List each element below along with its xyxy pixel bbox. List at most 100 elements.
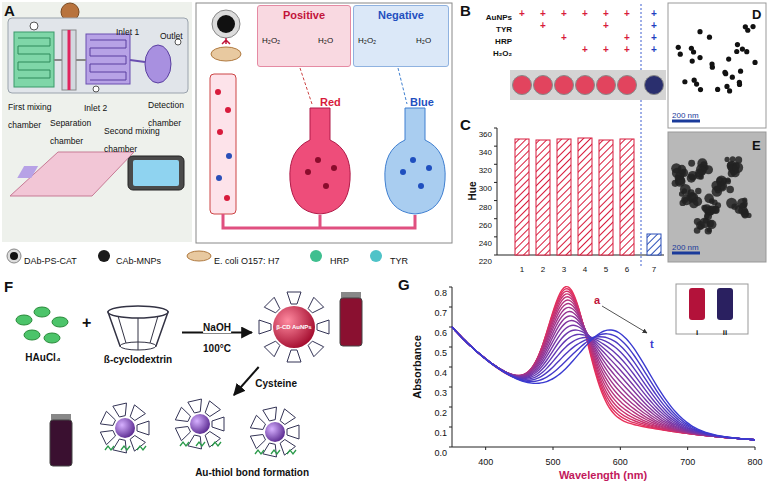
cyclodextrin-cone bbox=[264, 297, 280, 313]
spectrum-curve bbox=[452, 291, 755, 440]
label-slot: + bbox=[603, 15, 609, 33]
label-slot: Wavelength (nm) bbox=[559, 465, 647, 483]
magnet-strip bbox=[68, 30, 71, 90]
node-text: Au-thiol bond formation bbox=[195, 467, 309, 479]
axis-tick: 7 bbox=[652, 265, 656, 274]
table-cell: + bbox=[561, 8, 567, 19]
table-cell: + bbox=[603, 44, 609, 55]
table-cell: + bbox=[603, 20, 609, 31]
axis-tick: 0.7 bbox=[434, 308, 447, 318]
condition-label: 100°C bbox=[203, 343, 231, 354]
label-slot: Separation chamber bbox=[50, 112, 102, 149]
inset bbox=[676, 284, 748, 334]
label-slot: 500 bbox=[545, 451, 560, 469]
axis-tick: 280 bbox=[479, 203, 492, 212]
axis-title: Hue bbox=[467, 182, 478, 201]
spectrum-curve bbox=[452, 304, 755, 440]
label-slot: Blue bbox=[410, 92, 434, 110]
label-slot: 2 bbox=[541, 258, 545, 276]
spectrum-curve bbox=[452, 297, 755, 440]
label-slot: + bbox=[561, 27, 567, 45]
spectrum-curve bbox=[452, 327, 755, 440]
label-slot: 400 bbox=[478, 451, 493, 469]
table-cell: + bbox=[624, 44, 630, 55]
nanoparticle-dot bbox=[730, 75, 735, 80]
panel-letter: C bbox=[460, 116, 471, 133]
cyclodextrin-cone bbox=[205, 401, 220, 417]
aggregate bbox=[742, 198, 747, 203]
vial bbox=[340, 298, 362, 346]
edge-label: NaOH bbox=[203, 322, 231, 333]
label-slot: + bbox=[82, 314, 91, 332]
table-cell: + bbox=[651, 20, 657, 31]
axis-tick: 0.1 bbox=[434, 428, 447, 438]
cyclodextrin-cone bbox=[264, 341, 280, 357]
label-slot: 0.2 bbox=[434, 402, 447, 420]
leader-line bbox=[602, 306, 647, 333]
cyclodextrin-cone bbox=[212, 417, 224, 431]
red-chamber bbox=[290, 108, 350, 214]
phone bbox=[128, 156, 184, 190]
cyclodextrin-cone bbox=[259, 320, 271, 334]
cyclodextrin-cone bbox=[130, 405, 145, 421]
blue-chamber bbox=[385, 108, 445, 214]
row-header: AuNPs bbox=[486, 13, 512, 22]
chem-formula: H₂O₂ bbox=[358, 36, 376, 45]
aggregate bbox=[709, 198, 715, 204]
label-slot: + bbox=[540, 15, 546, 33]
table-cell: + bbox=[651, 44, 657, 55]
panel-frame bbox=[196, 3, 452, 243]
label-slot: 0.7 bbox=[434, 302, 447, 320]
aggregate bbox=[693, 197, 702, 206]
label-slot: 240 bbox=[479, 232, 492, 250]
part-label: First mixing chamber bbox=[8, 102, 51, 130]
vial-cap bbox=[51, 414, 71, 420]
label-slot: 200 nm bbox=[672, 236, 699, 254]
legend-swatch bbox=[98, 250, 110, 262]
vial bbox=[50, 420, 72, 466]
nanoparticle-dot bbox=[744, 49, 749, 54]
bacterium bbox=[211, 47, 241, 61]
separator bbox=[641, 4, 642, 266]
spectrum-curve bbox=[452, 327, 755, 440]
leader-line bbox=[300, 68, 312, 104]
row-header: TYR bbox=[496, 25, 512, 34]
hue-bar bbox=[620, 139, 634, 255]
aggregate bbox=[724, 157, 729, 162]
axis-tick: 0.6 bbox=[434, 328, 447, 338]
label-slot: 260 bbox=[479, 214, 492, 232]
axis-title: Wavelength (nm) bbox=[559, 469, 647, 481]
hue-bar bbox=[557, 139, 571, 255]
cyclodextrin-cone bbox=[308, 341, 324, 357]
label-slot: + bbox=[603, 39, 609, 57]
cyclodextrin-cone bbox=[100, 411, 115, 425]
legend-entry: HRP bbox=[330, 250, 349, 268]
nanoparticle-dot bbox=[694, 82, 699, 87]
label-slot: 220 bbox=[479, 250, 492, 268]
series-label: t bbox=[650, 338, 654, 350]
label-slot: 5 bbox=[604, 258, 608, 276]
cyclodextrin-cone bbox=[130, 436, 145, 452]
aggregate bbox=[740, 203, 746, 209]
nanoparticle-dot bbox=[682, 79, 687, 84]
aggregate bbox=[721, 178, 727, 184]
channel bbox=[210, 74, 236, 214]
label-slot: + bbox=[651, 3, 657, 21]
nanoparticle-dot bbox=[750, 24, 755, 29]
vial bbox=[717, 288, 733, 320]
panel-letter: B bbox=[460, 2, 471, 19]
label-slot: + bbox=[624, 3, 630, 21]
nanoparticle-dot bbox=[724, 84, 729, 89]
table-cell: + bbox=[651, 32, 657, 43]
color-well bbox=[618, 76, 637, 95]
table-cell: + bbox=[561, 32, 567, 43]
chem-formula: H₂O bbox=[318, 36, 333, 45]
legend-entry: DAb-PS-CAT bbox=[24, 250, 77, 268]
result-label: Red bbox=[320, 96, 341, 108]
aggregate bbox=[731, 203, 737, 209]
legend-text: DAb-PS-CAT bbox=[24, 256, 77, 266]
label-slot: 600 bbox=[613, 451, 628, 469]
label-slot: ii bbox=[723, 321, 727, 339]
legend-text: TYR bbox=[390, 256, 408, 266]
cyclodextrin-cone bbox=[263, 407, 277, 421]
